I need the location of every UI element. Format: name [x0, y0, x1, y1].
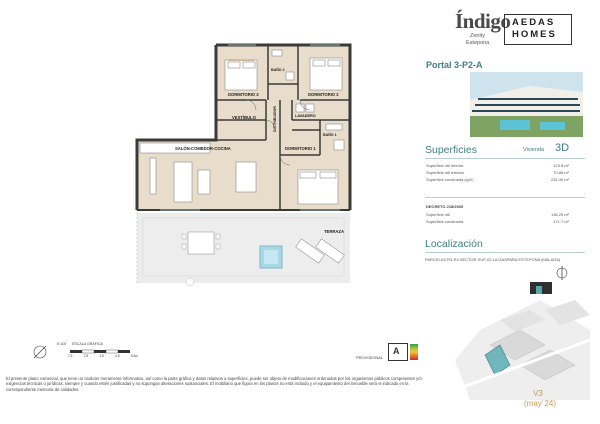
- localizacion-text: PARCELAS R3-R4 SECTOR SUP-02 LA GASPARA …: [425, 257, 561, 262]
- sup-row-value: 234.40 m²: [550, 177, 569, 182]
- scale-ratio: E:100: [57, 342, 67, 346]
- divider: [425, 158, 585, 159]
- building-render: [470, 72, 583, 137]
- scale-bar: [70, 349, 130, 354]
- north-arrow-right-icon: [556, 266, 568, 280]
- room-dormitorio-3: DORMITORIO 3: [228, 92, 259, 97]
- scale-tick: 2.5: [83, 354, 89, 358]
- scale-tick: 1.5: [68, 354, 73, 358]
- superficies-title: Superficies: [425, 144, 477, 156]
- divider: [425, 197, 585, 198]
- room-distribuidor: DISTRIBUIDOR: [272, 106, 277, 132]
- room-bano-1: BAÑO 1: [323, 133, 337, 137]
- brand-estepona: Estepona: [466, 40, 490, 46]
- scale-name: ESCALA GRÁFICA: [72, 342, 103, 346]
- scale-ticks: 1.5 2.5 3.5 4.5 5.5m: [68, 354, 138, 358]
- north-arrow-left-icon: [33, 345, 47, 359]
- sup-row-label: Superficie útil interior: [426, 163, 464, 168]
- brand-zenity: Zenity: [470, 33, 485, 39]
- decreto-row-label: Superficie construida: [426, 219, 464, 224]
- scale-tick: 3.5: [99, 354, 104, 358]
- vivienda-type: 3D: [555, 142, 570, 154]
- version-date: (may´24): [524, 399, 557, 408]
- energy-badge: A: [388, 343, 408, 361]
- sup-row-value: 70.88 m²: [553, 170, 569, 175]
- sup-row-label: Superficie útil exterior: [426, 170, 465, 175]
- scale-tick: 5.5m: [130, 354, 138, 358]
- room-salon: SALÓN-COMEDOR-COCINA: [175, 146, 231, 151]
- energy-provisional-label: PROVISIONAL: [356, 355, 384, 360]
- room-bano-2: BAÑO 2: [271, 68, 285, 72]
- portal-title: Portal 3-P2-A: [426, 60, 483, 70]
- decreto-row-label: Superficie útil: [426, 212, 451, 217]
- aedas-logo-line2: HOMES: [512, 29, 557, 40]
- location-map: [454, 300, 591, 400]
- localizacion-title: Localización: [425, 238, 483, 250]
- decreto-row-value: 171.7 m²: [553, 219, 569, 224]
- sup-row-value: 123.8 m²: [553, 163, 569, 168]
- building-glyph-icon: [530, 282, 552, 294]
- room-vestibulo: VESTÍBULO: [232, 115, 256, 120]
- aedas-logo: [504, 14, 572, 45]
- vivienda-label: Vivienda: [523, 147, 544, 153]
- decreto-title: DECRETO 218/2005: [426, 204, 464, 209]
- room-terraza: TERRAZA: [324, 229, 345, 234]
- energy-grade: A: [393, 346, 400, 356]
- room-dormitorio-2: DORMITORIO 2: [308, 92, 339, 97]
- brand-logo: Índigo: [455, 9, 511, 33]
- scale-tick: 4.5: [115, 354, 120, 358]
- room-lavadero: LAVADERO: [295, 114, 316, 118]
- aedas-logo-line1: AEDAS: [512, 17, 556, 28]
- divider: [425, 252, 585, 253]
- room-dormitorio-1: DORMITORIO 1: [285, 146, 316, 151]
- sup-row-label: Superficie construida pp2C: [426, 177, 475, 182]
- version-label: V3: [533, 389, 543, 398]
- energy-scale-icon: [410, 344, 418, 360]
- decreto-row-value: 136.25 m²: [550, 212, 569, 217]
- disclaimer: El presente plano comercial, que tiene u…: [6, 376, 422, 392]
